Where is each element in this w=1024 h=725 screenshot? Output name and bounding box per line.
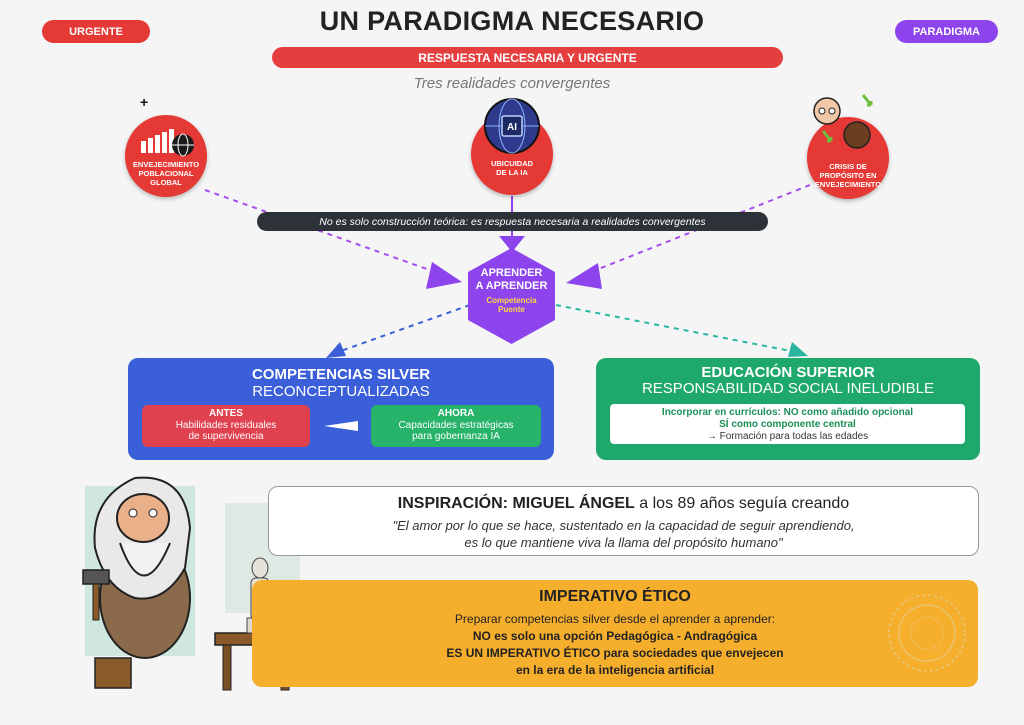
arrow-head-higher-ed	[788, 342, 808, 357]
inspiration-box: INSPIRACIÓN: MIGUEL ÁNGEL a los 89 años …	[268, 486, 979, 556]
arrow-head-right	[566, 263, 602, 289]
ethical-line-2: NO es solo una opción Pedagógica - Andra…	[472, 629, 758, 643]
after-line-1: Capacidades estratégicas	[398, 420, 514, 431]
hammer-icon	[82, 569, 110, 585]
hub-title-2: A APRENDER	[475, 280, 548, 292]
reality-crisis-label-2: PROPÓSITO EN	[819, 171, 877, 180]
urgent-banner: RESPUESTA NECESARIA Y URGENTE	[272, 47, 783, 68]
ethical-line-4: en la era de la inteligencia artificial	[515, 663, 715, 677]
higher-ed-subtitle: RESPONSABILIDAD SOCIAL INELUDIBLE	[641, 380, 935, 397]
before-line-2: de supervivencia	[188, 431, 264, 442]
higher-ed-detail: Incorporar en currículos: NO como añadid…	[610, 404, 965, 444]
david-statue	[251, 557, 269, 579]
reality-ai: AI UBICUIDAD DE LA IA	[471, 98, 553, 195]
before-heading: ANTES	[209, 408, 243, 419]
higher-ed-line-1: Incorporar en currículos: NO como añadid…	[661, 407, 914, 418]
decorative-seal-icon	[888, 594, 966, 672]
ethical-line-3: ES UN IMPERATIVO ÉTICO para sociedades q…	[446, 646, 784, 660]
michelangelo-illustration	[82, 476, 300, 691]
arrow-crisis-to-hub	[575, 184, 811, 279]
page-title: UN PARADIGMA NECESARIO	[319, 6, 705, 36]
higher-ed-title: EDUCACIÓN SUPERIOR	[701, 364, 875, 381]
connector-bar: No es solo construcción teórica: es resp…	[257, 212, 768, 231]
ethical-imperative-box: IMPERATIVO ÉTICO Preparar competencias s…	[252, 580, 978, 687]
arrow-head-silver	[326, 342, 346, 358]
arrow-head-left	[426, 262, 462, 289]
reality-aging-label-3: GLOBAL	[150, 178, 182, 187]
after-card: AHORA Capacidades estratégicas para gobe…	[371, 405, 541, 447]
reality-ai-label-1: UBICUIDAD	[490, 159, 534, 168]
aging-population-globe-icon	[141, 129, 194, 157]
arrow-head-center	[499, 236, 525, 252]
arrow-hub-to-higher-ed	[555, 304, 797, 353]
hub-subtitle-2: Puente	[498, 305, 525, 314]
inspiration-quote: "El amor por lo que se hace, sustentado …	[392, 518, 855, 550]
silver-title: COMPETENCIAS SILVER	[251, 366, 431, 383]
higher-ed-line-3: → Formación para todas las edades	[706, 431, 869, 442]
after-heading: AHORA	[437, 408, 475, 419]
page-subtitle: Tres realidades convergentes	[413, 75, 611, 92]
hub-title-1: APRENDER	[480, 267, 543, 279]
left-arrow-icon	[324, 421, 358, 431]
higher-ed-line-2: SÍ como componente central	[719, 419, 856, 430]
svg-text:AI: AI	[507, 122, 517, 133]
before-card: ANTES Habilidades residuales de superviv…	[142, 405, 310, 447]
inspiration-heading: INSPIRACIÓN: MIGUEL ÁNGEL a los 89 años …	[397, 495, 850, 512]
ethical-line-1: Preparar competencias silver desde el ap…	[454, 612, 776, 626]
tool-box	[94, 657, 132, 689]
arrow-aging-to-hub	[204, 189, 453, 279]
urgent-badge: URGENTE	[42, 20, 150, 43]
silver-competencies-box: COMPETENCIAS SILVER RECONCEPTUALIZADAS A…	[128, 358, 554, 460]
after-line-2: para gobernanza IA	[412, 431, 500, 442]
reality-ai-label-2: DE LA IA	[496, 168, 528, 177]
reality-crisis: CRISIS DE PROPÓSITO EN ENVEJECIMIENTO	[807, 94, 889, 199]
hub-hexagon: APRENDER A APRENDER Competencia Puente	[468, 248, 555, 344]
paradigm-badge: PARADIGMA	[895, 20, 998, 43]
before-line-1: Habilidades residuales	[175, 420, 277, 431]
artist-face	[116, 493, 170, 543]
reality-crisis-label-3: ENVEJECIMIENTO	[814, 180, 882, 189]
silver-subtitle: RECONCEPTUALIZADAS	[252, 383, 430, 400]
plus-icon: +	[140, 94, 149, 110]
reality-aging-label-1: ENVEJECIMIENTO	[132, 160, 200, 169]
reality-aging: ENVEJECIMIENTO POBLACIONAL GLOBAL	[125, 115, 207, 197]
hub-subtitle-1: Competencia	[486, 296, 537, 305]
elderly-faces-icon	[813, 94, 873, 149]
ethical-title: IMPERATIVO ÉTICO	[539, 588, 691, 605]
arrow-hub-to-silver	[337, 304, 471, 353]
reality-crisis-label-1: CRISIS DE	[829, 162, 867, 171]
reality-aging-label-2: POBLACIONAL	[138, 169, 194, 178]
ai-chip-globe-icon: AI	[484, 98, 540, 154]
